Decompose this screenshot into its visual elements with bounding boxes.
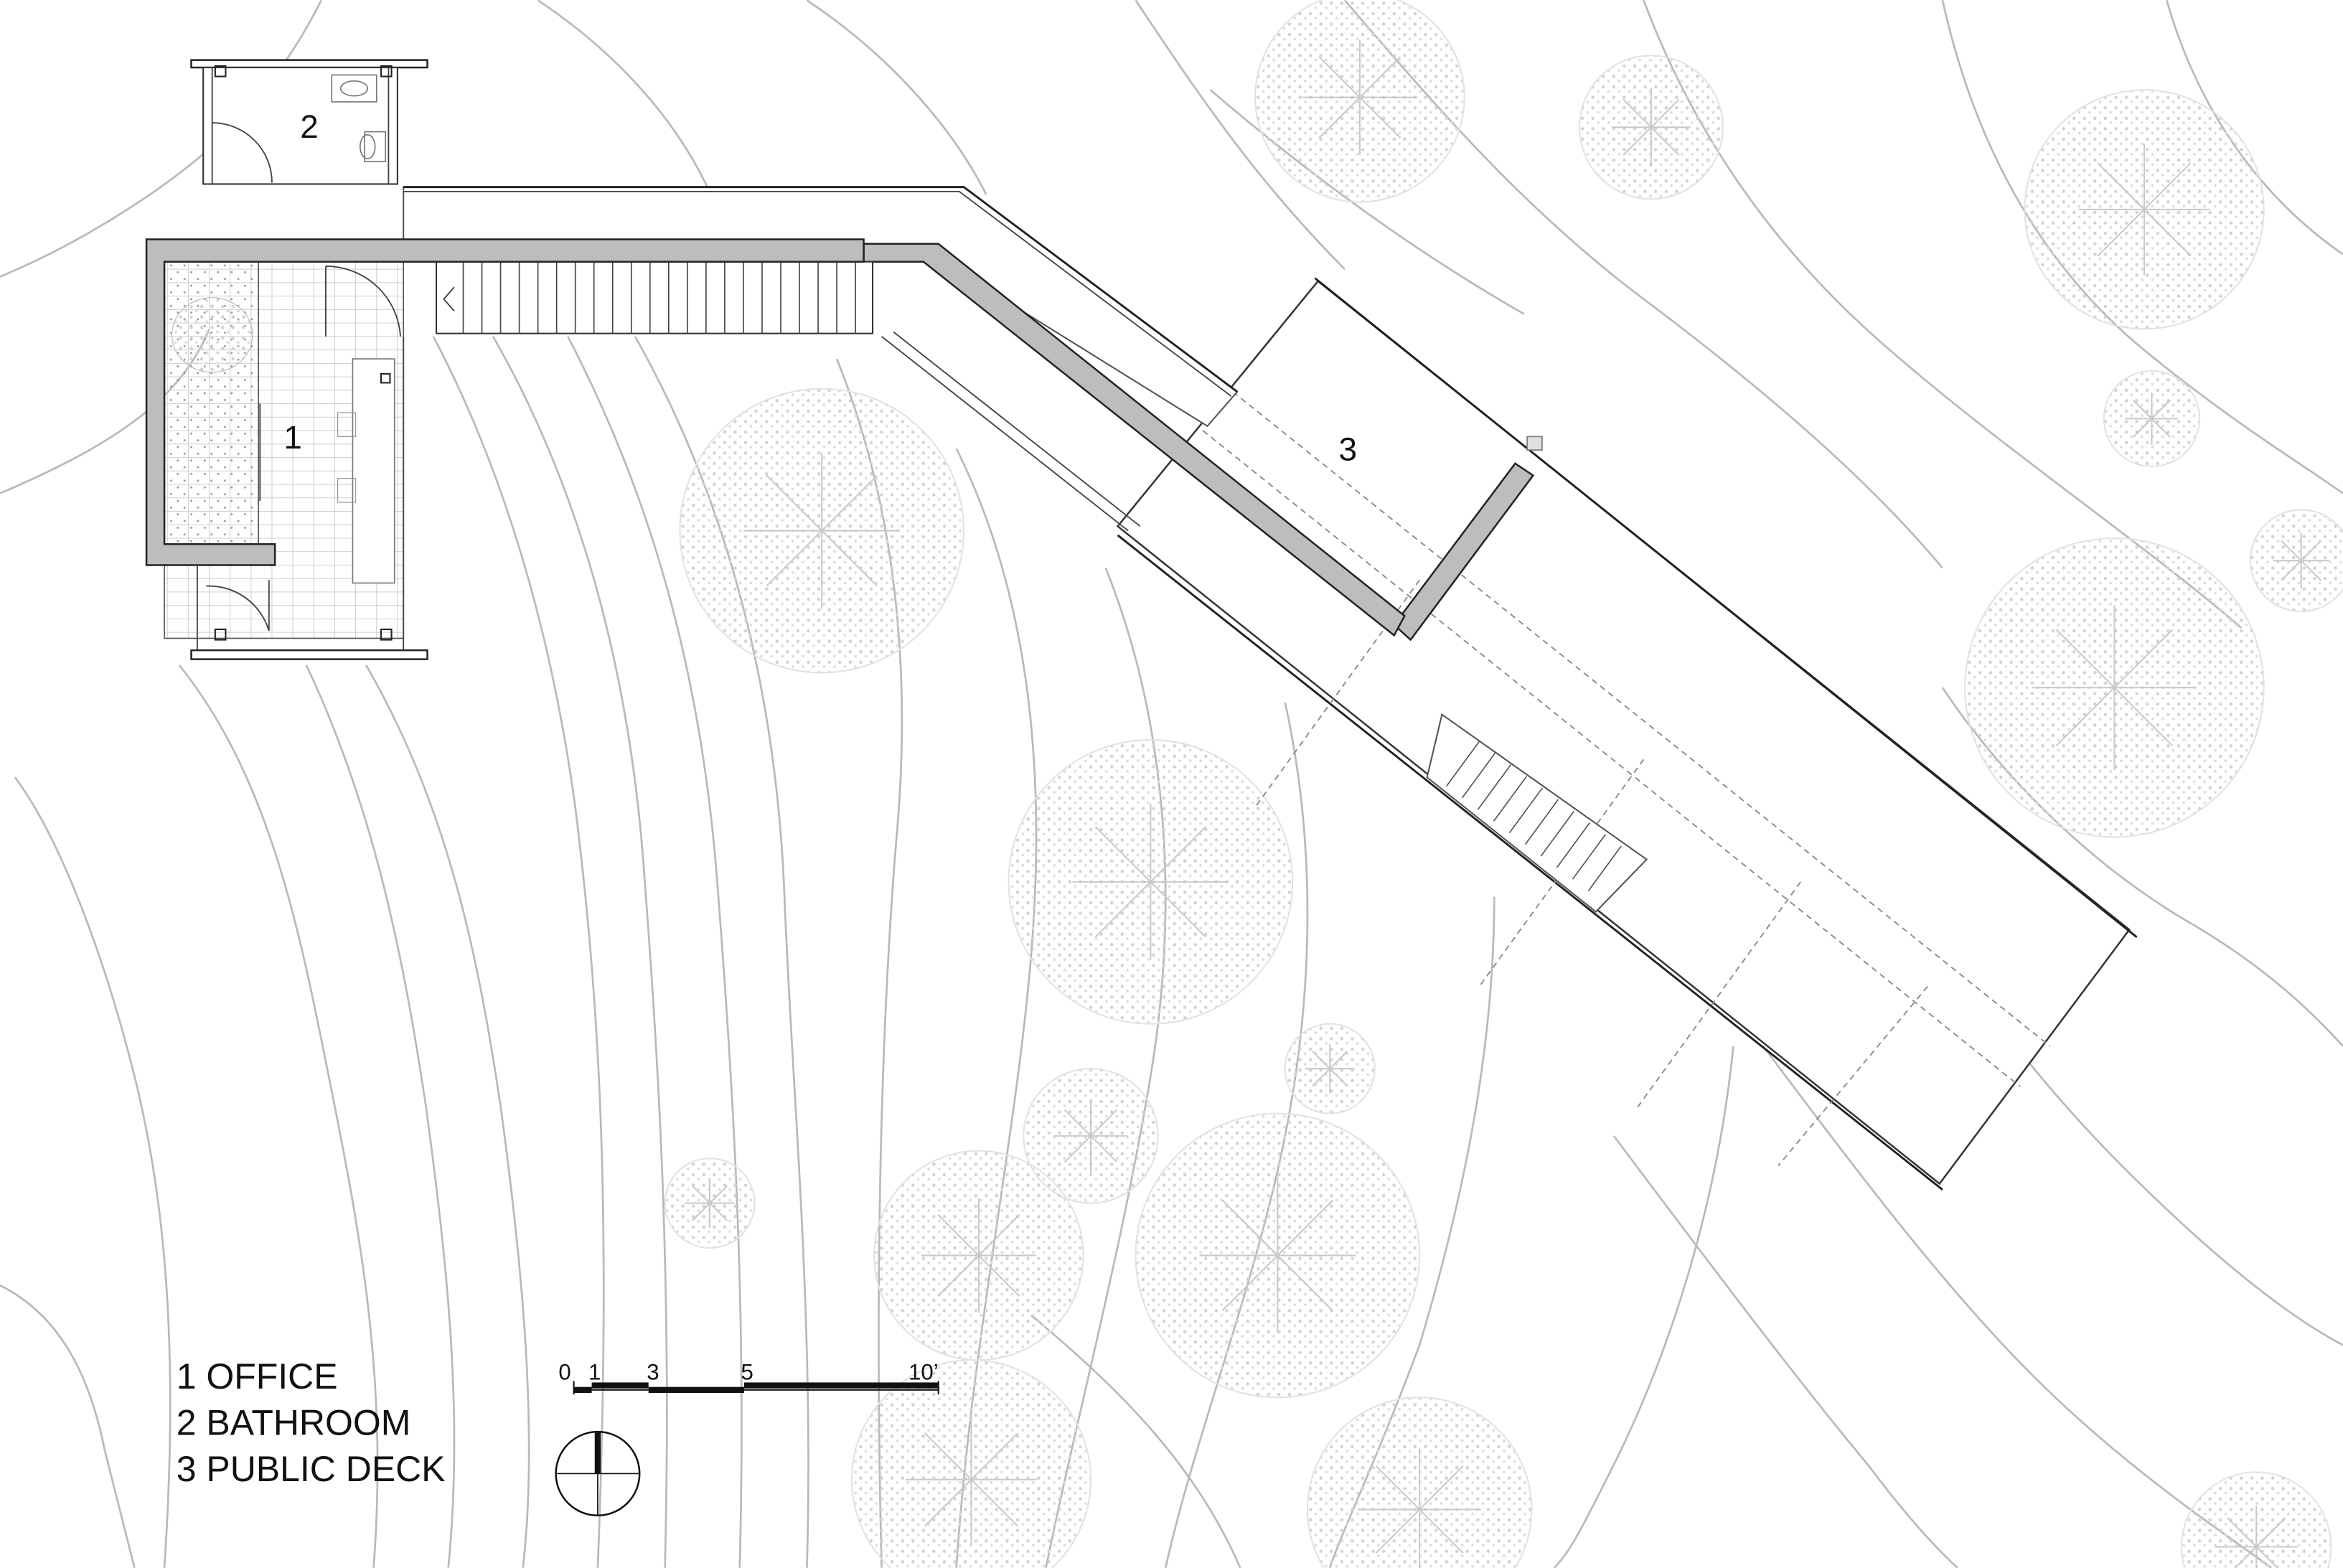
contour-line [178,665,379,1568]
contour-line [1135,0,1346,271]
scale-tick-0: 0 [558,1359,571,1384]
stair-tread [1556,822,1590,868]
contour-line [14,776,172,1568]
contour-line [492,336,668,1568]
legend-item-office: 1 OFFICE [177,1356,338,1396]
tree-canopy-icon [1135,1112,1421,1399]
contour-line [432,336,605,1568]
tree-canopy-icon [2249,509,2343,613]
office [145,238,865,660]
scale-tick-3: 3 [647,1359,659,1384]
sink-icon [331,74,377,103]
tree-canopy-icon [850,1359,1092,1568]
room-label-bathroom: 2 [300,108,318,145]
tree-canopy-icon [1306,1396,1533,1568]
stair-tread [1445,741,1480,787]
office-wall [145,238,865,566]
scale-tick-1: 1 [588,1359,601,1384]
toilet-icon [359,131,387,163]
tree-canopies [664,0,2343,1568]
tree-canopy-icon [873,1150,1084,1361]
contour-line [1762,1046,2272,1568]
stair-tread [1477,764,1512,810]
tree-canopy-icon [2103,370,2201,468]
room-label-public-deck: 3 [1338,431,1356,468]
walkway-inner-edge [403,190,1232,397]
walkway-lower-edge-2 [893,331,1141,527]
office-bottom-wall [190,649,428,660]
walkway-lower-edge [881,336,1129,532]
contour-line [1030,1314,1241,1568]
walkway-outer-edge [403,186,1238,393]
tree-canopy-icon [1023,1068,1159,1204]
deck-rail-south [1117,534,1943,1191]
legend-item-bathroom: 2 BATHROOM [177,1402,411,1442]
tree-canopy-icon [1284,1023,1376,1114]
scale-bar: 0 1 3 5 10’ [558,1359,939,1395]
tree-canopy-icon [1964,537,2265,838]
contour-line [537,0,718,210]
office-desk [352,358,395,584]
contour-line [567,336,743,1568]
contour-line [365,665,530,1568]
stair-tread [1572,834,1606,880]
contour-line [1553,1046,1734,1568]
contour-line [305,665,456,1568]
tree-canopy-icon [2181,1471,2332,1568]
deck-inner-wall [1393,462,1535,642]
bathroom-door-swing [212,122,273,183]
tree-canopy-icon [664,1158,756,1249]
contour-line [806,0,987,195]
contour-line [1209,89,1525,315]
contour-line [1045,568,1167,1568]
planter-shrub [171,297,253,373]
entry-door-swing [206,585,270,632]
stair-tread [1540,810,1574,857]
office-chairs [337,412,357,503]
legend-item-public-deck: 3 PUBLIC DECK [177,1449,446,1489]
tree-canopy-icon [679,388,965,674]
office-door-swing [325,266,401,337]
contour-line [1612,1135,1958,1568]
stair-tread [1493,776,1528,822]
bathroom-floor [202,67,398,185]
scale-tick-10: 10’ [908,1359,939,1384]
tree-canopy-icon [1578,55,1724,200]
tree-canopy-icon [1008,739,1294,1025]
walkway-stairs [435,260,874,334]
deck-stairs [1426,713,1648,913]
bathroom [190,59,428,185]
stair-tread [1508,787,1544,833]
deck-post [1526,436,1543,451]
tree-canopy-icon [2024,89,2265,330]
tree-canopy-icon [1254,0,1465,203]
room-legend: 1 OFFICE 2 BATHROOM 3 PUBLIC DECK [177,1356,446,1489]
north-arrow-icon [555,1430,641,1517]
room-label-office: 1 [283,419,301,456]
contour-line [0,1284,136,1568]
scale-tick-5: 5 [741,1359,753,1384]
stair-tread [1461,752,1496,799]
stair-tread [1524,799,1559,845]
stair-tread [1587,845,1622,891]
deck-rail-east [1314,277,2138,939]
